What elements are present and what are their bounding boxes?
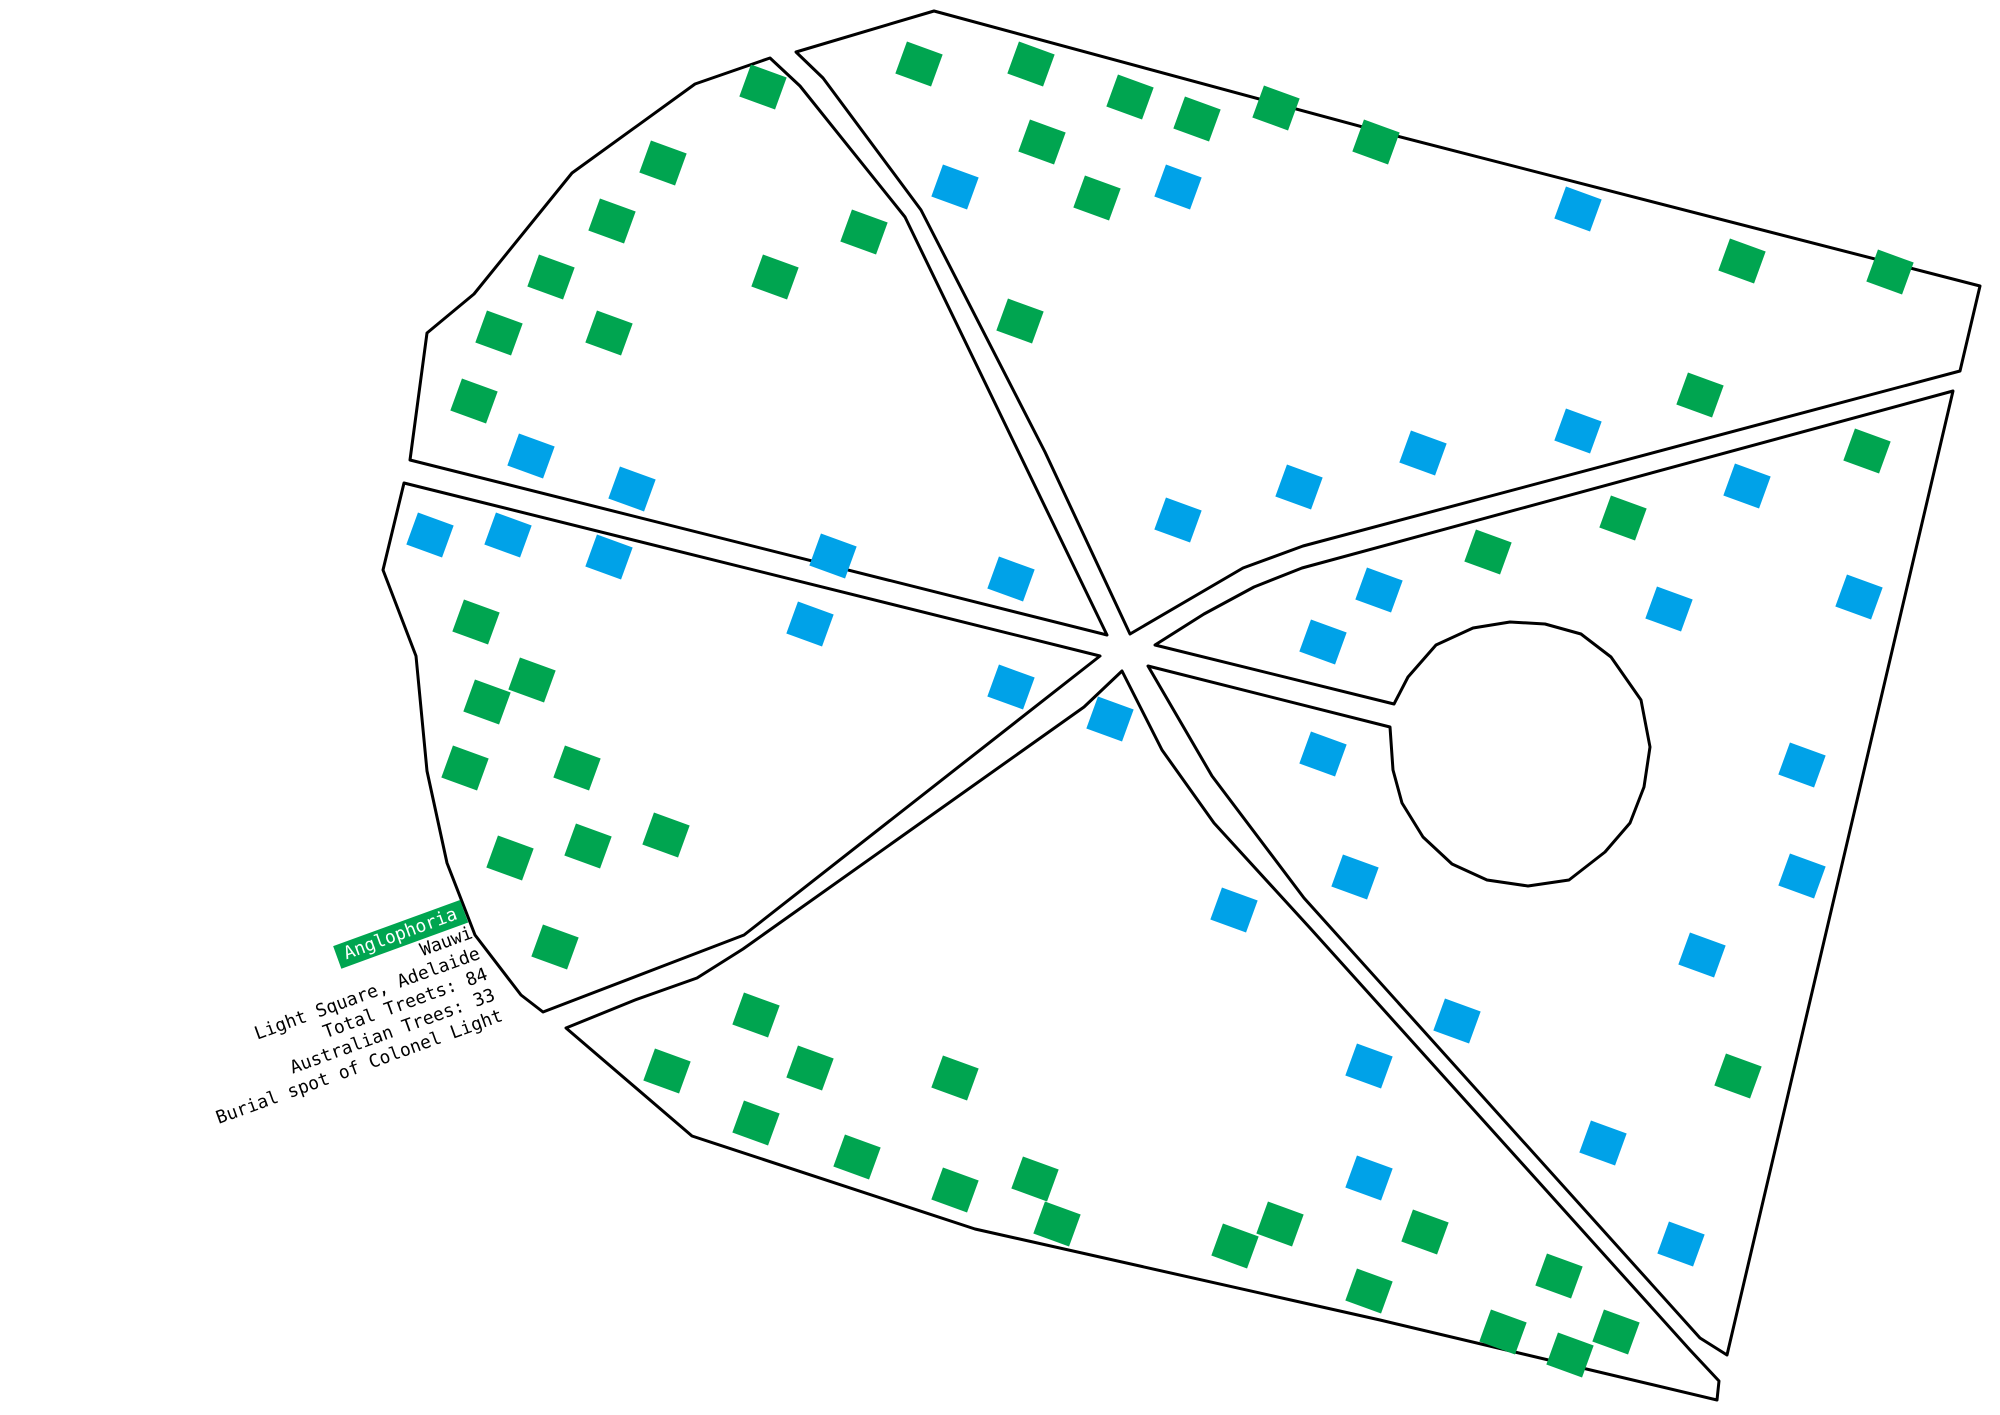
tree-marker-other <box>1352 119 1400 165</box>
tree-marker-other <box>441 745 489 791</box>
tree-marker-australian <box>585 534 633 580</box>
tree-marker-australian <box>1835 574 1883 620</box>
tree-marker-other <box>1546 1332 1594 1378</box>
tree-marker-australian <box>1355 567 1403 613</box>
tree-marker-other <box>739 64 787 110</box>
tree-marker-australian <box>1399 430 1447 476</box>
tree-marker-other <box>1866 249 1914 295</box>
tree-marker-australian <box>1554 408 1602 454</box>
tree-marker-australian <box>1678 932 1726 978</box>
tree-marker-other <box>450 378 498 424</box>
tree-marker-australian <box>406 512 454 558</box>
tree-marker-australian <box>1645 586 1693 632</box>
tree-marker-other <box>833 1134 881 1180</box>
tree-marker-other <box>643 1048 691 1094</box>
tree-marker-other <box>931 1167 979 1213</box>
tree-marker-other <box>475 310 523 356</box>
tree-marker-other <box>732 1100 780 1146</box>
tree-marker-australian <box>1154 164 1202 210</box>
tree-marker-australian <box>1345 1155 1393 1201</box>
tree-marker-australian <box>1778 742 1826 788</box>
tree-marker-other <box>1011 1156 1059 1202</box>
tree-marker-other <box>508 657 556 703</box>
tree-marker-other <box>1714 1053 1762 1099</box>
tree-marker-australian <box>809 533 857 579</box>
tree-marker-australian <box>931 164 979 210</box>
garden-bed-west <box>381 481 1102 1014</box>
tree-marker-australian <box>987 664 1035 710</box>
garden-bed-east <box>1146 389 1955 1357</box>
tree-marker-australian <box>484 512 532 558</box>
garden-bed-north-east <box>794 9 1982 636</box>
tree-marker-other <box>895 41 943 87</box>
tree-marker-other <box>1007 41 1055 87</box>
tree-marker-other <box>751 254 799 300</box>
tree-marker-australian <box>1086 696 1134 742</box>
tree-marker-other <box>588 198 636 244</box>
tree-marker-australian <box>1299 731 1347 777</box>
tree-marker-other <box>463 679 511 725</box>
tree-marker-other <box>732 992 780 1038</box>
tree-marker-australian <box>1579 1120 1627 1166</box>
tree-marker-other <box>1073 175 1121 221</box>
tree-marker-australian <box>1345 1043 1393 1089</box>
tree-marker-other <box>1211 1223 1259 1269</box>
garden-bed-north-west <box>408 56 1109 637</box>
tree-marker-other <box>452 599 500 645</box>
tree-marker-other <box>642 812 690 858</box>
tree-marker-other <box>639 140 687 186</box>
tree-marker-other <box>1843 428 1891 474</box>
tree-marker-other <box>1106 74 1154 120</box>
tree-marker-other <box>1464 529 1512 575</box>
tree-marker-other <box>1173 96 1221 142</box>
tree-marker-australian <box>1723 463 1771 509</box>
tree-marker-australian <box>786 601 834 647</box>
tree-marker-other <box>553 745 601 791</box>
tree-marker-other <box>1033 1201 1081 1247</box>
tree-marker-other <box>786 1045 834 1091</box>
tree-marker-other <box>564 823 612 869</box>
tree-marker-other <box>527 254 575 300</box>
tree-marker-australian <box>1210 887 1258 933</box>
tree-marker-other <box>1345 1268 1393 1314</box>
tree-marker-other <box>1018 119 1066 165</box>
tree-marker-other <box>531 924 579 970</box>
tree-marker-other <box>1676 372 1724 418</box>
tree-marker-other <box>486 835 534 881</box>
tree-marker-australian <box>507 433 555 479</box>
tree-marker-other <box>996 298 1044 344</box>
tree-marker-other <box>1592 1309 1640 1355</box>
tree-marker-other <box>1252 85 1300 131</box>
tree-marker-australian <box>1154 497 1202 543</box>
tree-marker-other <box>1599 495 1647 541</box>
tree-marker-other <box>931 1055 979 1101</box>
tree-marker-other <box>840 209 888 255</box>
tree-marker-australian <box>1331 854 1379 900</box>
tree-marker-australian <box>1554 186 1602 232</box>
tree-marker-australian <box>1778 853 1826 899</box>
tree-marker-australian <box>608 466 656 512</box>
tree-marker-other <box>1718 238 1766 284</box>
tree-marker-australian <box>1433 998 1481 1044</box>
tree-marker-australian <box>1657 1221 1705 1267</box>
tree-marker-other <box>585 310 633 356</box>
tree-marker-australian <box>1299 619 1347 665</box>
tree-marker-other <box>1256 1201 1304 1247</box>
tree-marker-other <box>1479 1309 1527 1355</box>
tree-marker-australian <box>1275 464 1323 510</box>
tree-marker-other <box>1401 1209 1449 1255</box>
tree-marker-other <box>1535 1253 1583 1299</box>
tree-marker-australian <box>987 556 1035 602</box>
